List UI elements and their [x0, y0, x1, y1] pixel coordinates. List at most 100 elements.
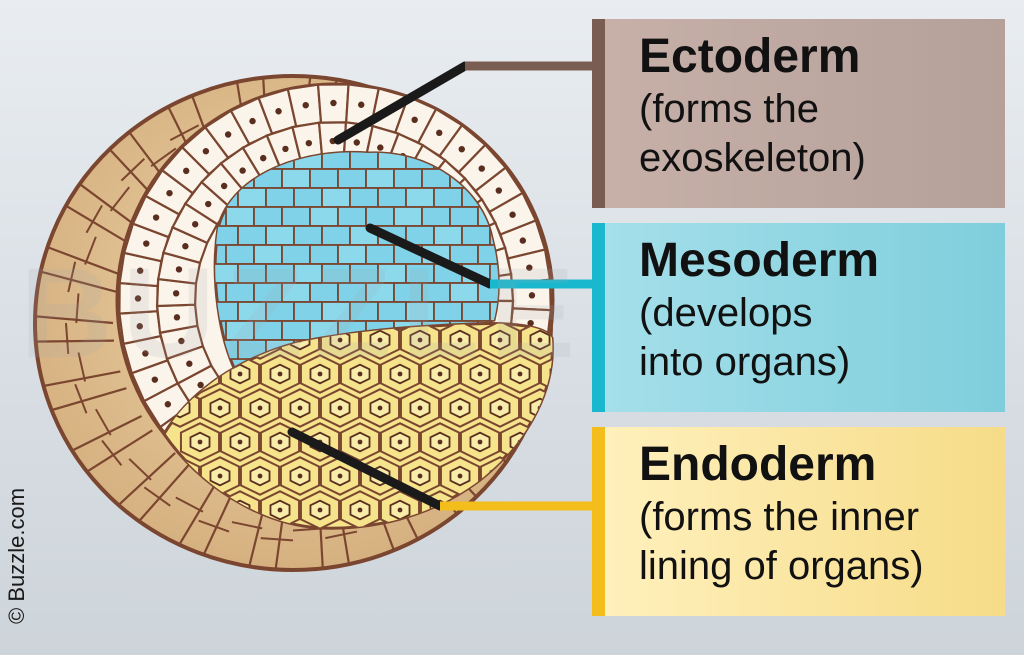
outer-cell-wall — [150, 147, 177, 168]
cell-nucleus — [377, 405, 383, 411]
outer-cell-wall — [39, 387, 127, 415]
cell-nucleus — [537, 473, 543, 479]
mesoderm-cell — [237, 187, 267, 208]
cell-nucleus — [239, 167, 246, 174]
mesoderm-cell — [433, 187, 463, 208]
outer-cell-wall — [85, 204, 103, 234]
mesoderm-cell — [281, 206, 311, 227]
outer-cell-wall — [35, 241, 121, 276]
cell-nucleus — [166, 189, 173, 197]
cell-nucleus — [142, 350, 149, 357]
outer-cell-wall — [67, 261, 77, 293]
cell-nucleus — [478, 165, 485, 172]
cell-nucleus — [197, 381, 204, 389]
cell-nucleus — [186, 360, 193, 367]
outer-cell-wall — [169, 124, 200, 142]
outer-cell-wall — [128, 458, 152, 481]
cell-nucleus — [357, 439, 363, 445]
endoderm-cell-inner — [549, 363, 553, 385]
mesoderm-cell — [337, 168, 367, 189]
mesoderm-cell — [265, 187, 295, 208]
cell-nucleus — [164, 401, 172, 408]
cell-nucleus — [305, 139, 313, 147]
cell-nucleus — [151, 376, 159, 383]
mesoderm-cell — [365, 206, 395, 227]
cell-nucleus — [397, 371, 403, 377]
cell-nucleus — [217, 405, 223, 411]
mesoderm-cell — [281, 168, 311, 189]
outer-cell-wall — [77, 352, 87, 382]
outer-cell-wall — [143, 486, 171, 507]
cell-nucleus — [526, 264, 533, 271]
cell-nucleus — [477, 371, 483, 377]
outer-cell-wall — [55, 198, 133, 247]
mesoderm-cell — [349, 187, 379, 208]
cell-nucleus — [497, 405, 503, 411]
label-ectoderm-desc-1: (forms the — [639, 87, 820, 131]
label-mesoderm-desc-2: into organs) — [639, 340, 851, 384]
cell-nucleus — [202, 148, 210, 155]
cell-nucleus — [337, 473, 343, 479]
mesoderm-cell — [349, 152, 379, 170]
label-mesoderm-title: Mesoderm — [639, 234, 880, 287]
cell-nucleus — [337, 337, 343, 343]
endoderm-cell-inner — [529, 465, 551, 487]
outer-cell-wall — [109, 186, 131, 212]
cell-nucleus — [237, 439, 243, 445]
outer-cell-wall — [64, 322, 70, 355]
cell-nucleus — [437, 371, 443, 377]
cell-nucleus — [457, 473, 463, 479]
cell-nucleus — [282, 145, 289, 153]
cell-nucleus — [397, 507, 403, 513]
cell-nucleus — [277, 507, 283, 513]
endoderm-cell — [519, 456, 553, 496]
label-ectoderm-title: Ectoderm — [639, 30, 861, 83]
cell-nucleus — [397, 439, 403, 445]
cell-nucleus — [134, 295, 142, 302]
cell-nucleus — [317, 507, 323, 513]
label-endoderm-title: Endoderm — [639, 438, 877, 491]
cell-nucleus — [437, 439, 443, 445]
embryo — [33, 74, 555, 572]
cell-nucleus — [302, 101, 309, 109]
cell-nucleus — [143, 240, 150, 247]
cell-nucleus — [136, 323, 143, 330]
outer-cell-wall — [75, 293, 80, 324]
endoderm-leader-pointer — [287, 427, 445, 511]
outer-cell-wall — [120, 158, 146, 182]
outer-cell-wall — [175, 496, 204, 513]
mesoderm-cell — [309, 168, 339, 189]
cell-nucleus — [417, 337, 423, 343]
outer-cell-wall — [35, 339, 114, 343]
mesoderm-cell — [489, 301, 499, 322]
outer-cell-wall — [76, 429, 153, 479]
cell-nucleus — [237, 371, 243, 377]
cell-nucleus — [205, 200, 212, 208]
cell-nucleus — [357, 507, 363, 513]
outer-cell-wall — [94, 408, 112, 436]
endoderm-cell-inner — [549, 431, 553, 453]
cell-nucleus — [178, 337, 185, 345]
cell-nucleus — [537, 337, 543, 343]
cell-nucleus — [337, 405, 343, 411]
outer-cell-wall — [325, 530, 358, 540]
cell-nucleus — [220, 182, 228, 190]
mesoderm-cell — [337, 206, 367, 227]
cell-nucleus — [477, 439, 483, 445]
label-endoderm-desc-1: (forms the inner — [639, 495, 920, 539]
cell-nucleus — [417, 473, 423, 479]
cell-nucleus — [358, 101, 365, 108]
mesoderm-cell — [393, 168, 423, 189]
cell-nucleus — [528, 292, 536, 299]
cell-nucleus — [257, 405, 263, 411]
cell-nucleus — [517, 371, 523, 377]
cell-nucleus — [191, 221, 199, 228]
ectoderm-leader-pointer — [333, 61, 470, 145]
cell-nucleus — [257, 473, 263, 479]
label-ectoderm-desc-2: exoskeleton) — [639, 136, 866, 180]
outer-cell-wall — [198, 519, 230, 533]
cell-nucleus — [377, 144, 384, 151]
label-ectoderm: Ectoderm (forms the exoskeleton) — [592, 19, 1005, 208]
cell-nucleus — [317, 371, 323, 377]
